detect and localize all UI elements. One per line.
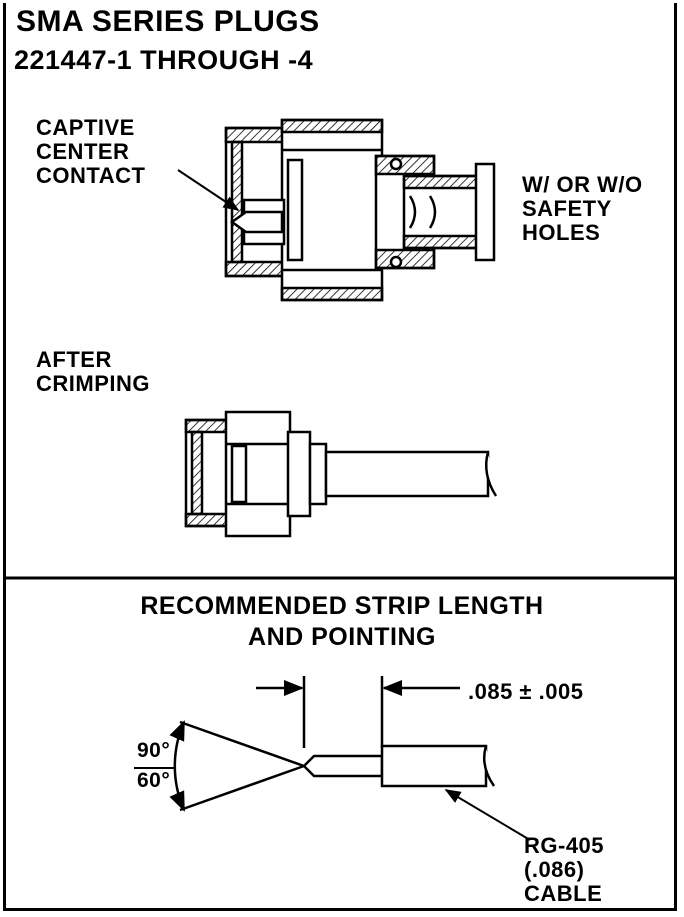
contact-leader-arrow xyxy=(177,169,240,211)
crimped-collar xyxy=(286,430,312,518)
callout-line: CAPTIVE xyxy=(36,115,135,140)
crimped-body xyxy=(224,410,292,538)
crimped-cable xyxy=(324,450,490,498)
cable-label: RG-405 (.086) CABLE xyxy=(524,834,604,905)
angle-ray-top xyxy=(179,720,305,768)
strip-length-heading-line2: AND POINTING xyxy=(248,623,436,651)
nut-hatch-face xyxy=(230,140,244,264)
after-crimping-label: AFTER CRIMPING xyxy=(36,348,150,396)
page-title: SMA SERIES PLUGS xyxy=(16,5,320,38)
angle-ray-bottom xyxy=(179,764,305,812)
diagram-frame xyxy=(3,3,677,911)
callout-line: W/ OR W/O xyxy=(522,172,643,197)
cable-leader-arrow xyxy=(444,789,531,841)
safety-hole xyxy=(389,157,403,171)
cable-word: CABLE xyxy=(524,880,603,906)
callout-line: CONTACT xyxy=(36,162,146,188)
ferrule-crease xyxy=(428,195,437,229)
plug-crimped xyxy=(184,410,498,538)
angle-top-value: 90° xyxy=(137,739,171,762)
body-hatch-bottom xyxy=(280,286,384,302)
crimped-nut-face xyxy=(190,430,204,516)
strip-length-dimension: .085 ± .005 xyxy=(468,679,584,704)
crimped-hex-flat xyxy=(230,444,248,504)
callout-line: SAFETY xyxy=(522,195,612,221)
center-contact xyxy=(229,210,284,234)
safety-hole xyxy=(389,255,403,269)
part-number-range: 221447-1 THROUGH -4 xyxy=(14,45,314,75)
ferrule-lip xyxy=(474,162,496,262)
strip-detail xyxy=(134,676,496,812)
plug-cross-section xyxy=(224,118,496,302)
body-hatch-top xyxy=(280,118,384,134)
strip-length-heading: RECOMMENDED STRIP LENGTH xyxy=(140,592,544,620)
cable-jacket xyxy=(380,744,488,788)
cable-diameter: (.086) xyxy=(524,856,585,882)
callout-line: CRIMPING xyxy=(36,370,150,396)
callout-line: CENTER xyxy=(36,138,130,164)
angle-arc xyxy=(169,720,186,812)
rear-hatch-bottom xyxy=(374,248,436,270)
crimped-ferrule xyxy=(308,442,328,506)
hex-flat-inner xyxy=(286,158,304,262)
callout-line: HOLES xyxy=(522,219,601,245)
angle-bottom-value: 60° xyxy=(137,769,171,792)
safety-holes-label: W/ OR W/O SAFETY HOLES xyxy=(522,173,643,244)
rear-hatch-top xyxy=(374,154,436,176)
conductor-point xyxy=(302,754,384,778)
cable-type: RG-405 xyxy=(524,833,605,858)
jacket-break xyxy=(483,745,496,787)
ferrule-crease xyxy=(408,195,417,229)
cable-break xyxy=(485,451,498,497)
captive-center-contact-label: CAPTIVE CENTER CONTACT xyxy=(36,116,145,187)
callout-line: AFTER xyxy=(36,347,112,372)
